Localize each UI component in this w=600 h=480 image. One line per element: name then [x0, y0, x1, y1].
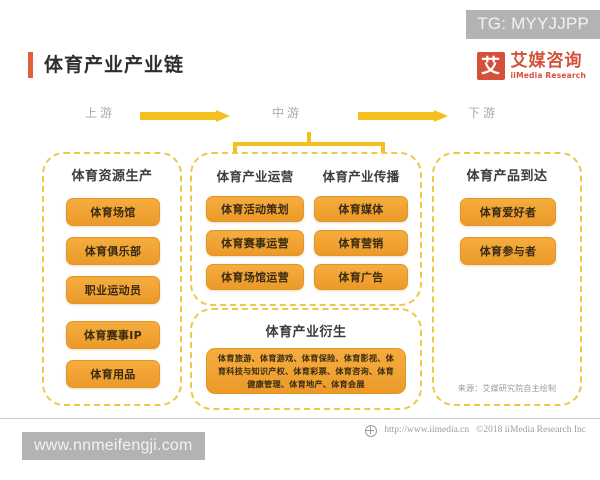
footer-url[interactable]: http://www.iimedia.cn	[384, 425, 470, 435]
group-title-operations: 体育产业运营	[216, 169, 294, 184]
pill-upstream-1[interactable]: 体育俱乐部	[66, 237, 160, 265]
logo-mark-icon: 艾	[476, 52, 505, 80]
logo-name-cn: 艾媒咨询	[510, 51, 583, 71]
pill-operations-2[interactable]: 体育场馆运营	[206, 264, 304, 290]
footer-divider	[0, 418, 600, 419]
pill-communication-1[interactable]: 体育营销	[314, 230, 408, 256]
page-title: 体育产业产业链	[44, 54, 185, 76]
footer: http://www.iimedia.cn ©2018 iiMedia Rese…	[365, 424, 586, 437]
pill-upstream-3[interactable]: 体育赛事IP	[66, 321, 160, 349]
group-downstream: 体育产品到达 体育爱好者 体育参与者 来源：艾媒研究院自主绘制	[432, 152, 582, 406]
group-upstream: 体育资源生产 体育场馆 体育俱乐部 职业运动员 体育赛事IP 体育用品	[42, 152, 182, 406]
pill-communication-2[interactable]: 体育广告	[314, 264, 408, 290]
midstream-brace-icon	[233, 132, 385, 152]
watermark-bottom-left: www.nnmeifengji.com	[22, 432, 205, 460]
watermark-top-right: TG: MYYJJPP	[466, 10, 600, 39]
pill-operations-0[interactable]: 体育活动策划	[206, 196, 304, 222]
arrow-right-icon-1	[140, 110, 230, 122]
logo-text: 艾媒咨询 iiMedia Research	[510, 51, 586, 81]
footer-copyright: ©2018 iiMedia Research Inc	[476, 425, 586, 435]
group-midstream-top: 体育产业运营 体育产业传播 体育活动策划 体育赛事运营 体育场馆运营 体育媒体 …	[190, 152, 422, 306]
title-accent-bar	[28, 52, 33, 78]
group-midstream-derivative: 体育产业衍生 体育旅游、体育游戏、体育保险、体育影视、体育科技与知识产权、体育彩…	[190, 308, 422, 410]
group-title-derivative: 体育产业衍生	[265, 325, 347, 340]
derivative-items-text: 体育旅游、体育游戏、体育保险、体育影视、体育科技与知识产权、体育彩票、体育咨询、…	[217, 352, 395, 389]
pill-downstream-0[interactable]: 体育爱好者	[460, 198, 556, 226]
arrow-right-icon-2	[358, 110, 448, 122]
logo-name-en: iiMedia Research	[510, 71, 586, 80]
pill-upstream-4[interactable]: 体育用品	[66, 360, 160, 388]
imedia-logo: 艾 艾媒咨询 iiMedia Research	[476, 51, 586, 81]
globe-icon	[365, 424, 378, 437]
flow-label-upstream: 上游	[85, 106, 116, 120]
flow-label-midstream: 中游	[272, 106, 303, 120]
group-title-upstream: 体育资源生产	[71, 169, 153, 184]
pill-upstream-0[interactable]: 体育场馆	[66, 198, 160, 226]
source-note: 来源：艾媒研究院自主绘制	[457, 384, 557, 393]
pill-upstream-2[interactable]: 职业运动员	[66, 276, 160, 304]
group-title-downstream: 体育产品到达	[466, 169, 548, 184]
pill-downstream-1[interactable]: 体育参与者	[460, 237, 556, 265]
pill-communication-0[interactable]: 体育媒体	[314, 196, 408, 222]
flow-label-downstream: 下游	[468, 106, 499, 120]
group-title-communication: 体育产业传播	[322, 169, 400, 184]
pill-operations-1[interactable]: 体育赛事运营	[206, 230, 304, 256]
derivative-items-block[interactable]: 体育旅游、体育游戏、体育保险、体育影视、体育科技与知识产权、体育彩票、体育咨询、…	[206, 348, 406, 394]
